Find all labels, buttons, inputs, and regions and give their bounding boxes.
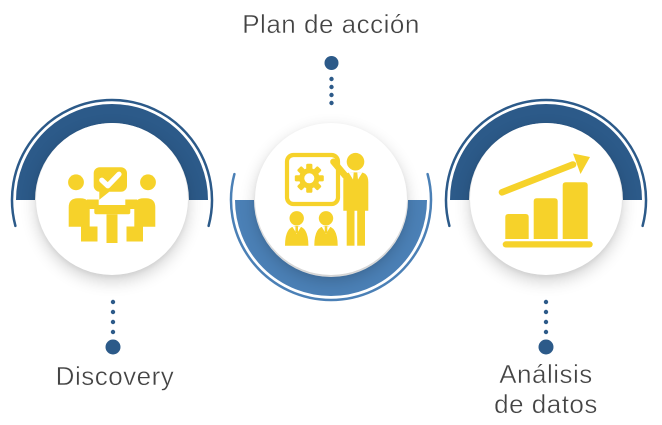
arc-analisis-de-datos xyxy=(444,98,648,228)
dotted-connector-top xyxy=(324,56,339,106)
dotted-connector-right xyxy=(538,299,554,355)
meeting-discussion-icon xyxy=(68,167,156,243)
arc-discovery xyxy=(10,98,214,228)
label-plan-de-accion: Plan de acción xyxy=(242,9,420,39)
step-circle-analisis-de-datos xyxy=(470,123,622,275)
arc-plan-de-accion xyxy=(229,172,433,302)
step-circle-discovery xyxy=(36,123,188,275)
dotted-connector-left xyxy=(105,299,121,355)
step-circle-plan-de-accion xyxy=(255,123,407,275)
label-discovery: Discovery xyxy=(55,361,175,391)
presentation-gear-icon xyxy=(284,152,369,246)
growth-chart-icon xyxy=(498,153,593,248)
label-analisis-de-datos: Análisis de datos xyxy=(494,359,598,419)
